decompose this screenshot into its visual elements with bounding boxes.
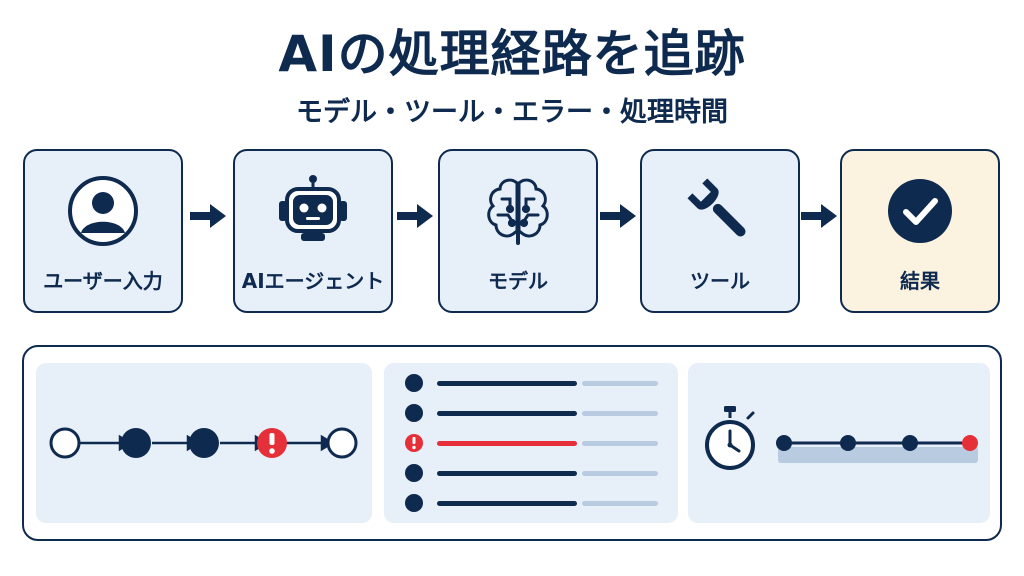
wrench-icon	[642, 173, 798, 249]
flow-step-ai-agent: AIエージェント	[233, 149, 393, 313]
flow-step-label: 結果	[900, 269, 940, 293]
arrow-right-icon	[397, 204, 433, 228]
flow-step-tool: ツール	[640, 149, 800, 313]
flow-step-label: ツール	[690, 269, 750, 293]
path-node-ok	[189, 428, 219, 458]
flow-step-label: ユーザー入力	[43, 269, 163, 293]
log-list-panel	[384, 363, 678, 523]
execution-path-panel	[36, 363, 372, 523]
log-row-ok	[405, 464, 658, 482]
arrow-right-icon	[600, 204, 636, 228]
log-row-ok	[405, 494, 658, 512]
flow-step-user-input: ユーザー入力	[23, 149, 183, 313]
path-node-ok	[121, 428, 151, 458]
flow-step-model: モデル	[438, 149, 598, 313]
path-node-start	[49, 427, 81, 459]
error-icon	[405, 434, 423, 452]
log-list	[405, 374, 658, 512]
timeline-point-ok	[776, 435, 792, 451]
user-icon	[25, 173, 181, 249]
trace-panel	[22, 345, 1002, 541]
flow-step-result: 結果	[840, 149, 1000, 313]
timeline-point-error	[962, 435, 978, 451]
error-icon	[257, 428, 287, 458]
arrow-right-icon	[801, 204, 837, 228]
flow-step-label: AIエージェント	[241, 269, 385, 293]
timeline-bar	[778, 447, 978, 463]
page-subtitle: モデル・ツール・エラー・処理時間	[296, 97, 728, 128]
page-title: AIの処理経路を追跡	[278, 25, 746, 83]
process-flow: ユーザー入力 AIエージェント	[23, 149, 1000, 313]
path-node-end	[326, 427, 358, 459]
log-row-ok	[405, 404, 658, 422]
arrow-right-icon	[190, 204, 226, 228]
brain-icon	[440, 173, 596, 249]
log-row-ok	[405, 374, 658, 392]
timing-panel	[688, 363, 990, 523]
log-row-error	[405, 434, 658, 452]
timeline-point-ok	[902, 435, 918, 451]
check-icon	[842, 173, 998, 249]
timing-diagram	[705, 406, 978, 470]
timeline-point-ok	[840, 435, 856, 451]
robot-icon	[235, 173, 391, 249]
execution-path-diagram	[49, 427, 358, 459]
flow-step-label: モデル	[488, 269, 548, 293]
stopwatch-icon	[705, 406, 755, 470]
